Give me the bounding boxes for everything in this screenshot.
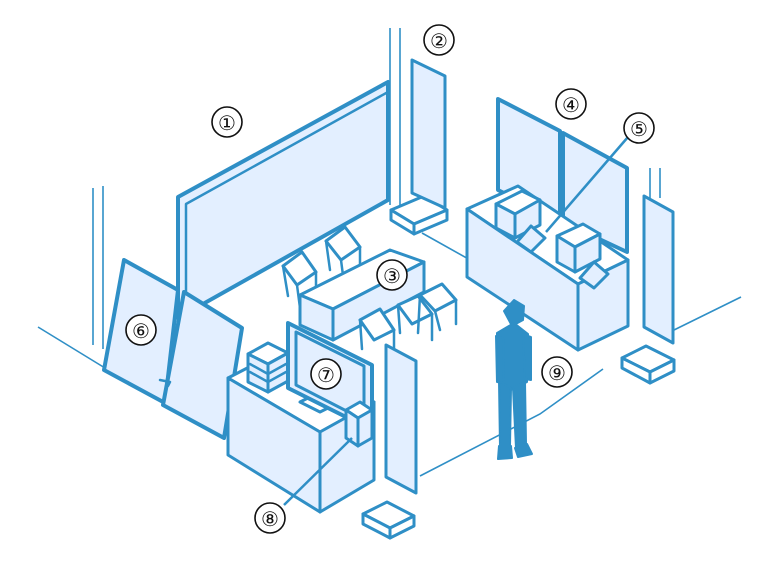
chairs-front [358, 282, 458, 357]
marker-3: ③ [376, 259, 408, 291]
svg-text:⑥: ⑥ [132, 319, 150, 343]
back-wall [176, 80, 390, 322]
marker-5: ⑤ [623, 112, 655, 144]
right-counter [465, 184, 630, 352]
back-banner-stand [389, 58, 449, 236]
front-banner-stand [361, 343, 418, 540]
svg-text:②: ② [430, 29, 448, 53]
svg-text:④: ④ [562, 93, 580, 117]
svg-text:③: ③ [383, 264, 401, 288]
marker-2: ② [423, 24, 455, 56]
leader-lines [283, 136, 629, 506]
right-banner-stand [620, 194, 676, 385]
person-figure [495, 299, 533, 460]
brochure-stand [344, 400, 374, 448]
svg-text:⑤: ⑤ [630, 117, 648, 141]
marker-4: ④ [555, 88, 587, 120]
chairs-back [281, 225, 362, 310]
svg-text:⑦: ⑦ [317, 363, 335, 387]
marker-8: ⑧ [254, 502, 286, 534]
central-table [298, 248, 426, 342]
marker-1: ① [211, 106, 243, 138]
marker-9: ⑨ [541, 356, 573, 388]
svg-text:⑨: ⑨ [548, 361, 566, 385]
marker-7: ⑦ [310, 358, 342, 390]
left-panels [102, 258, 244, 440]
svg-text:⑧: ⑧ [261, 507, 279, 531]
floor-lines [37, 28, 742, 477]
svg-text:①: ① [218, 111, 236, 135]
marker-6: ⑥ [125, 314, 157, 346]
